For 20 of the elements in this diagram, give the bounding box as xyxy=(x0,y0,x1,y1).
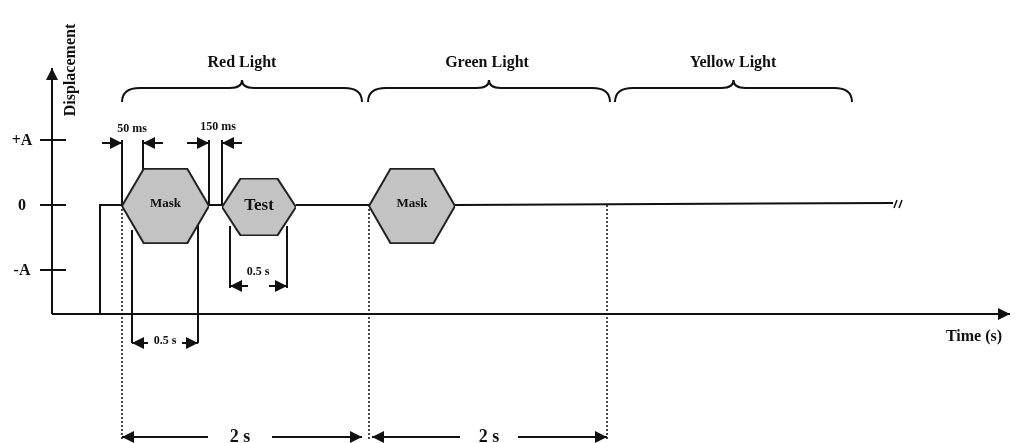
dimension-label: 150 ms xyxy=(200,120,236,132)
phase-label: Red Light xyxy=(207,54,277,70)
tick-label: -A xyxy=(13,262,31,278)
dimension-label: 2 s xyxy=(478,427,500,443)
dimension-label: 2 s xyxy=(229,427,251,443)
dimension-label: 0.5 s xyxy=(246,265,270,277)
stimulus-label: Mask xyxy=(396,195,428,209)
stimulus-label: Test xyxy=(244,195,274,213)
stimulus-hexagon xyxy=(222,178,296,236)
stimulus-hexagon xyxy=(122,168,209,244)
dimension-label: 0.5 s xyxy=(153,334,177,346)
stimulus-label: Mask xyxy=(149,195,182,209)
phase-label: Yellow Light xyxy=(689,54,777,70)
axis-title: Time (s) xyxy=(945,328,1003,344)
axis-title: Displacement xyxy=(62,23,78,117)
tick-label: 0 xyxy=(18,197,26,213)
dimension-label: 50 ms xyxy=(117,122,147,134)
tick-label: +A xyxy=(11,132,33,148)
stimulus-hexagon xyxy=(369,168,455,244)
phase-label: Green Light xyxy=(445,54,529,70)
